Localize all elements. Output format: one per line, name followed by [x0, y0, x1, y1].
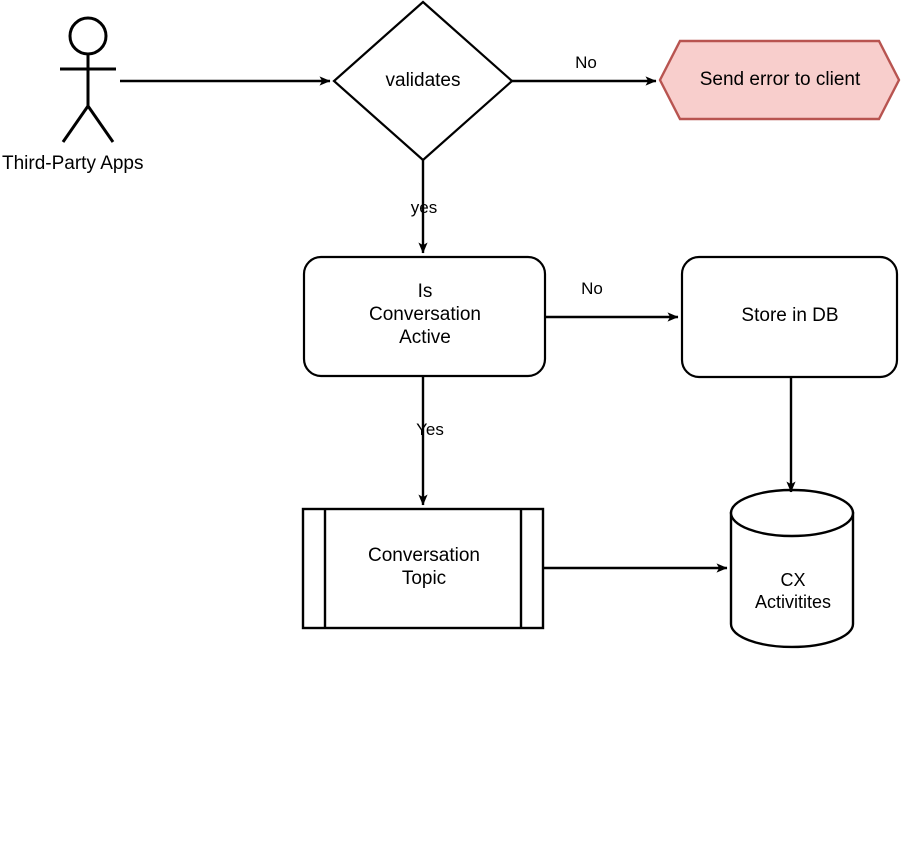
- actor-right-leg-line: [86, 105, 115, 143]
- actor-head-icon: [68, 16, 108, 56]
- shape-is-conversation-active-box[interactable]: [302, 255, 547, 378]
- actor-left-leg-line: [61, 105, 90, 143]
- subprocess-outer-rect: [301, 507, 545, 630]
- shape-send-error-hexagon[interactable]: [658, 39, 901, 121]
- shape-validates-diamond[interactable]: [332, 0, 514, 162]
- cylinder-top-ellipse: [729, 488, 855, 538]
- cylinder-body: [729, 511, 855, 649]
- shape-conversation-topic-subprocess[interactable]: [301, 507, 545, 630]
- actor-third-party-apps[interactable]: [60, 16, 116, 143]
- shape-store-in-db-box[interactable]: [680, 255, 899, 379]
- shape-cx-activities-cylinder[interactable]: [729, 488, 855, 649]
